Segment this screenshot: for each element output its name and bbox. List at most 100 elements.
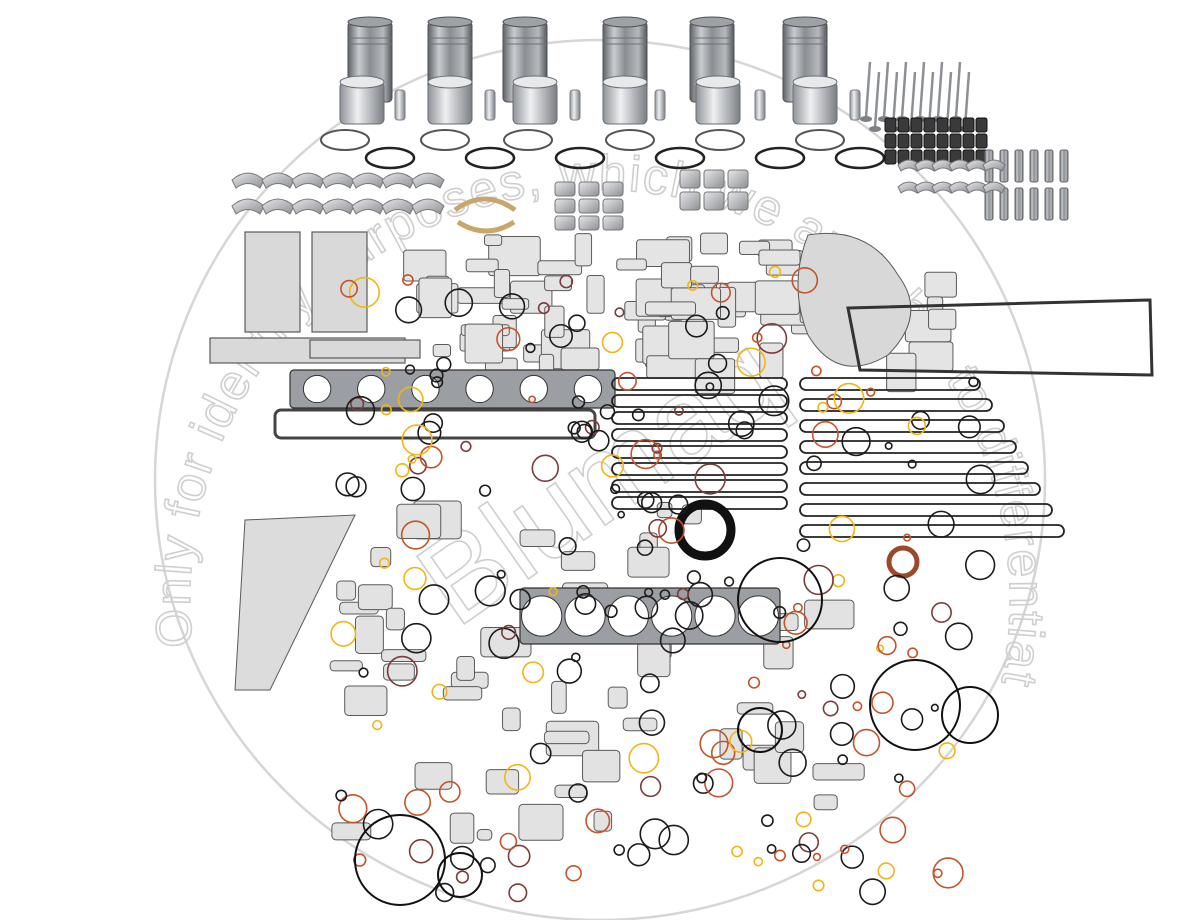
o-ring bbox=[617, 510, 626, 519]
o-ring bbox=[404, 364, 416, 375]
valve-cover-gasket bbox=[799, 419, 1005, 433]
gasket bbox=[627, 546, 670, 578]
piston-ring bbox=[795, 129, 845, 151]
head-gasket bbox=[273, 408, 597, 440]
valve-stem bbox=[945, 71, 953, 128]
o-ring bbox=[378, 557, 391, 569]
gasket bbox=[574, 233, 593, 267]
o-ring bbox=[798, 832, 820, 853]
o-ring bbox=[773, 849, 786, 862]
o-ring bbox=[797, 690, 807, 700]
main-bearing-shell bbox=[381, 198, 415, 215]
pistons bbox=[339, 75, 838, 125]
o-ring bbox=[768, 265, 782, 279]
valve-stem bbox=[936, 61, 944, 118]
piston-pin bbox=[654, 89, 666, 121]
cam-bushing bbox=[602, 181, 624, 197]
o-ring bbox=[944, 622, 973, 651]
o-ring bbox=[478, 484, 492, 497]
o-ring bbox=[964, 549, 996, 581]
gasket bbox=[758, 249, 801, 266]
o-ring bbox=[455, 870, 470, 884]
o-ring bbox=[639, 818, 671, 850]
rod-bearing-shell bbox=[965, 181, 989, 194]
thrust-washers bbox=[453, 196, 517, 234]
o-ring bbox=[877, 635, 897, 656]
cam-bushing bbox=[602, 198, 624, 214]
o-ring bbox=[639, 775, 662, 798]
o-ring bbox=[753, 856, 764, 867]
cam-bushing bbox=[554, 215, 576, 231]
rod-bearing-shell bbox=[982, 181, 1006, 194]
valve-stem bbox=[918, 61, 926, 118]
o-ring bbox=[674, 601, 704, 630]
o-ring bbox=[758, 385, 790, 417]
o-ring bbox=[883, 574, 911, 602]
o-ring bbox=[737, 557, 823, 643]
gasket bbox=[560, 551, 596, 571]
o-ring bbox=[509, 588, 531, 611]
gasket bbox=[518, 803, 564, 841]
o-ring bbox=[499, 832, 518, 851]
valve-spring bbox=[949, 117, 962, 133]
o-ring bbox=[704, 768, 734, 798]
gasket bbox=[414, 762, 453, 790]
cylinder-bore-hole bbox=[519, 374, 548, 404]
liner-rim bbox=[502, 16, 548, 28]
piston-pin bbox=[394, 89, 406, 121]
cam-bushing bbox=[727, 191, 749, 211]
o-ring bbox=[840, 845, 865, 869]
piston-crown bbox=[427, 75, 473, 89]
o-ring bbox=[609, 483, 621, 495]
gasket bbox=[582, 749, 621, 783]
piston-ring bbox=[320, 129, 370, 151]
o-ring bbox=[694, 371, 723, 400]
o-ring bbox=[795, 811, 812, 828]
valve-cover-gasket bbox=[799, 503, 1053, 517]
o-ring bbox=[859, 878, 887, 906]
liner-rim bbox=[347, 16, 393, 28]
rod-bearing-shell bbox=[914, 181, 938, 194]
o-ring bbox=[828, 515, 856, 543]
gasket bbox=[924, 271, 957, 298]
piston-ring bbox=[695, 129, 745, 151]
o-ring bbox=[806, 455, 822, 472]
gasket bbox=[442, 686, 483, 701]
o-ring bbox=[893, 773, 904, 784]
valve-head bbox=[869, 126, 881, 132]
o-ring bbox=[727, 410, 755, 438]
o-ring bbox=[537, 302, 550, 315]
gasket bbox=[551, 680, 567, 714]
valve-cover-gasket bbox=[611, 462, 788, 476]
cam-bushing bbox=[602, 215, 624, 231]
o-ring bbox=[400, 520, 431, 550]
piston-ring bbox=[654, 146, 706, 170]
o-ring bbox=[460, 440, 472, 453]
gasket bbox=[456, 655, 475, 681]
o-ring bbox=[686, 570, 702, 585]
piston-crown bbox=[339, 75, 385, 89]
o-ring bbox=[756, 323, 788, 354]
valve-spring bbox=[884, 149, 897, 165]
o-ring bbox=[927, 510, 955, 538]
piston-pin bbox=[754, 89, 766, 121]
o-ring bbox=[556, 658, 583, 684]
main-bearing-shell bbox=[411, 198, 445, 215]
gasket bbox=[311, 231, 368, 333]
valve-cover-gasket bbox=[611, 377, 788, 391]
valve-guide bbox=[1029, 149, 1039, 183]
o-ring bbox=[659, 589, 671, 600]
o-ring bbox=[696, 772, 708, 784]
o-ring bbox=[444, 288, 474, 318]
main-bearing-shell bbox=[231, 198, 265, 215]
gasket bbox=[812, 763, 865, 781]
o-ring bbox=[419, 445, 443, 469]
gasket bbox=[694, 358, 736, 395]
cam-bushings bbox=[554, 169, 749, 231]
gasket bbox=[502, 707, 521, 732]
o-ring bbox=[352, 853, 367, 867]
o-ring bbox=[884, 441, 893, 450]
cylinder-bore-hole bbox=[694, 595, 736, 637]
piston-ring bbox=[464, 146, 516, 170]
